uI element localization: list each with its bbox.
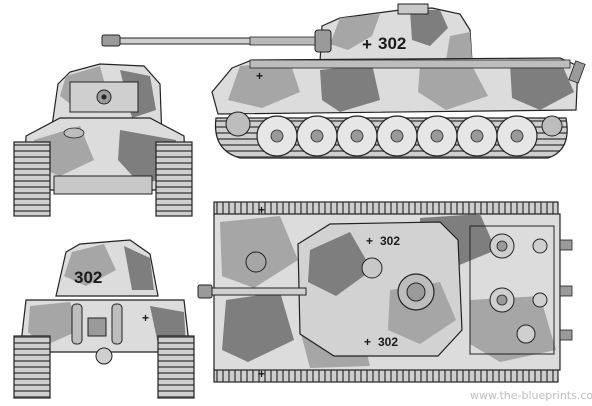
gun-barrel-top: [197, 284, 307, 299]
rear-cross-marking: +: [142, 311, 149, 325]
front-view: [13, 63, 193, 217]
exhaust-pipe-right: [111, 303, 123, 345]
top-view: + 302 + 302 + +: [197, 201, 573, 383]
watermark: www.the-blueprints.com: [470, 389, 592, 402]
side-view: + 302 +: [101, 3, 586, 159]
hull-number-top-rotated: 302: [378, 335, 398, 349]
rear-view: 302 +: [13, 239, 195, 399]
turret-top: + 302 + 302: [245, 221, 463, 357]
turret-cross-marking: +: [362, 35, 372, 54]
hull: +: [211, 57, 586, 115]
top-cross-marking-2: +: [258, 367, 265, 381]
hull-number-side: 302: [378, 34, 406, 53]
turret-top-cross-marking-2: +: [364, 335, 371, 349]
gun-barrel: [101, 34, 334, 47]
hull-number-rear: 302: [74, 268, 102, 287]
hull-cross-marking: +: [256, 69, 263, 83]
hull-number-top: 302: [380, 234, 400, 248]
exhaust-pipe-left: [71, 303, 83, 345]
top-cross-marking: +: [258, 203, 265, 217]
running-gear: [214, 111, 568, 159]
turret: + 302: [314, 3, 473, 63]
turret-top-cross-marking: +: [366, 234, 373, 248]
